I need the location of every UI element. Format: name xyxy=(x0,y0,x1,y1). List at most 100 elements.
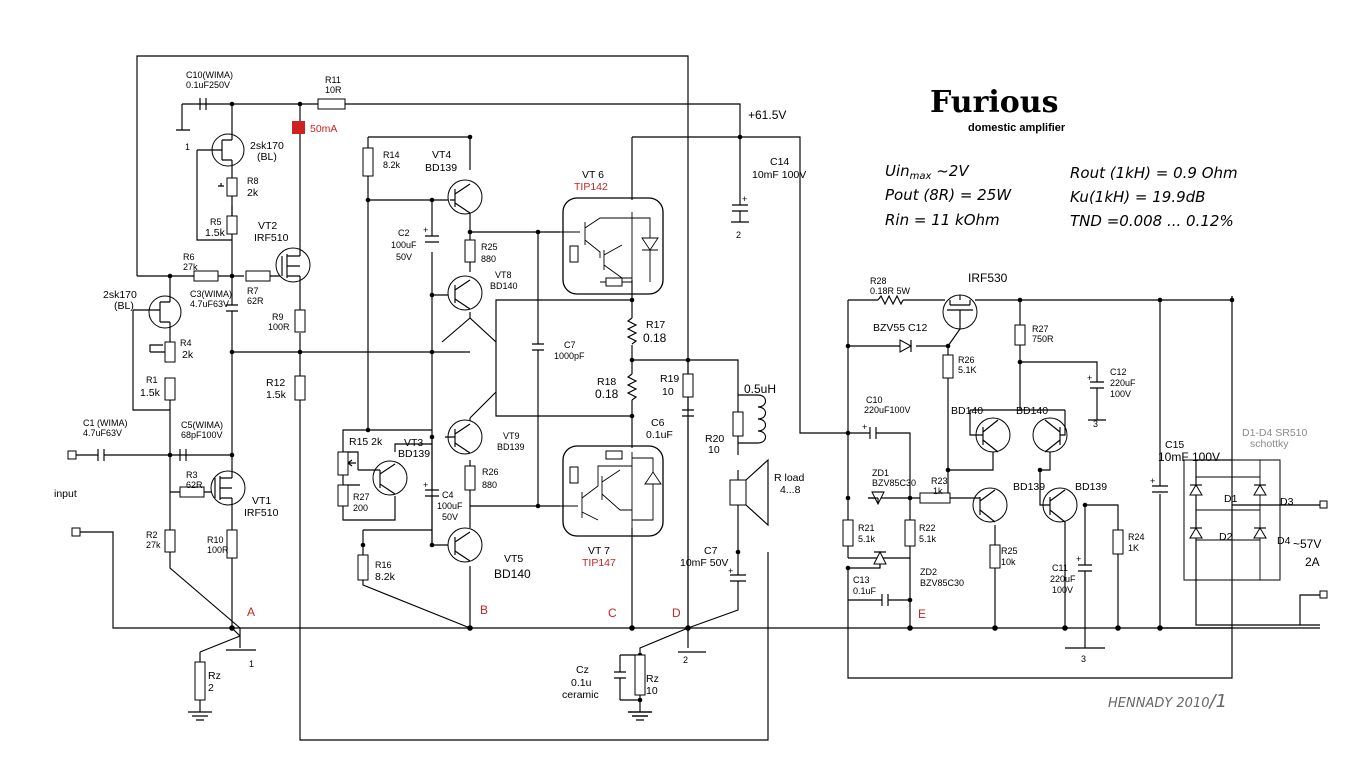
darlington-vt6 xyxy=(560,197,664,300)
svg-text:BD140: BD140 xyxy=(1016,405,1048,417)
svg-text:R5: R5 xyxy=(210,217,222,227)
resistor-r7 xyxy=(245,270,271,282)
svg-text:VT3: VT3 xyxy=(404,437,423,449)
svg-text:880: 880 xyxy=(481,254,496,264)
svg-text:BZV85C30: BZV85C30 xyxy=(920,578,964,588)
bjt-vt5 xyxy=(447,527,483,563)
svg-text:68pF100V: 68pF100V xyxy=(181,430,223,440)
svg-text:100uF: 100uF xyxy=(391,240,417,250)
svg-text:C15: C15 xyxy=(1165,439,1184,451)
svg-text:R21: R21 xyxy=(858,523,875,533)
mains-current: 2A xyxy=(1305,555,1320,569)
svg-text:R15 2k: R15 2k xyxy=(349,436,383,448)
spec-pout: Pout (8R) = 25W xyxy=(885,186,1012,204)
diodes xyxy=(868,339,913,568)
svg-text:TIP147: TIP147 xyxy=(582,557,616,569)
resistor-r28 xyxy=(877,294,904,306)
svg-text:D1: D1 xyxy=(1224,493,1238,505)
svg-text:VT8: VT8 xyxy=(495,270,512,280)
svg-text:5.1K: 5.1K xyxy=(958,365,977,375)
svg-text:BD139: BD139 xyxy=(398,448,430,460)
resistor-r8 xyxy=(226,177,238,197)
svg-text:5.1k: 5.1k xyxy=(919,534,937,544)
svg-text:VT2: VT2 xyxy=(258,220,277,232)
svg-text:BD139: BD139 xyxy=(497,442,525,452)
svg-text:100R: 100R xyxy=(268,322,290,332)
svg-text:ZD1: ZD1 xyxy=(872,468,889,478)
ground-label-1b: 1 xyxy=(249,659,254,669)
svg-text:2sk170: 2sk170 xyxy=(250,140,284,152)
svg-text:R12: R12 xyxy=(266,377,285,389)
svg-text:5.1k: 5.1k xyxy=(858,534,876,544)
svg-text:BD140: BD140 xyxy=(490,281,518,291)
svg-text:880: 880 xyxy=(482,480,497,490)
svg-text:C14: C14 xyxy=(770,156,789,168)
svg-text:62R: 62R xyxy=(186,480,203,490)
mosfet-irf530 xyxy=(942,294,978,347)
svg-text:R22: R22 xyxy=(919,523,936,533)
svg-text:R17: R17 xyxy=(646,319,665,331)
svg-text:R27: R27 xyxy=(353,492,370,502)
resistor-r23 xyxy=(919,492,951,504)
bjt-vt9 xyxy=(445,419,483,455)
resistor-r16 xyxy=(357,554,369,581)
resistor-rz2 xyxy=(634,654,646,696)
resistor-r5 xyxy=(226,215,238,235)
svg-text:0.18R 5W: 0.18R 5W xyxy=(870,286,911,296)
svg-text:50V: 50V xyxy=(442,512,458,522)
svg-text:100V: 100V xyxy=(1052,585,1073,595)
svg-text:TIP142: TIP142 xyxy=(574,181,608,193)
loudspeaker-icon xyxy=(729,458,769,527)
svg-text:+: + xyxy=(1076,554,1081,564)
svg-text:R10: R10 xyxy=(207,535,224,545)
svg-text:R6: R6 xyxy=(183,252,195,262)
svg-text:VT 7: VT 7 xyxy=(588,545,610,557)
resistors xyxy=(164,98,1124,701)
svg-text:10: 10 xyxy=(708,444,720,456)
node-e: E xyxy=(918,607,926,621)
svg-text:10mF 50V: 10mF 50V xyxy=(680,557,728,569)
svg-text:D4: D4 xyxy=(1277,535,1291,547)
svg-text:C3(WIMA): C3(WIMA) xyxy=(190,289,232,299)
svg-text:0.1uF: 0.1uF xyxy=(853,586,877,596)
svg-text:VT 6: VT 6 xyxy=(582,169,604,181)
bjt-bd139-left xyxy=(970,487,1008,523)
svg-text:0.18: 0.18 xyxy=(643,331,667,345)
bjt-bd140-right xyxy=(1032,410,1068,453)
bjt-bd140-left xyxy=(969,410,1011,453)
mosfet-vt1 xyxy=(210,470,246,508)
svg-text:VT5: VT5 xyxy=(504,553,523,565)
capacitors: + + + + + + + + xyxy=(97,98,1168,717)
input-label: input xyxy=(54,488,77,500)
svg-text:10: 10 xyxy=(662,386,674,398)
svg-text:R8: R8 xyxy=(247,176,259,186)
svg-text:R14: R14 xyxy=(383,150,400,160)
svg-text:R7: R7 xyxy=(247,286,259,296)
bridge-rectifier xyxy=(1183,459,1281,581)
svg-text:Cz: Cz xyxy=(576,664,589,676)
svg-text:0.5uH: 0.5uH xyxy=(744,382,776,396)
svg-text:2: 2 xyxy=(208,682,214,694)
svg-text:8.2k: 8.2k xyxy=(375,571,396,583)
svg-text:R28: R28 xyxy=(870,276,887,286)
svg-text:50V: 50V xyxy=(396,252,412,262)
resistor-r2 xyxy=(164,529,176,553)
ground-label-1: 1 xyxy=(185,142,190,152)
svg-text:R20: R20 xyxy=(705,433,724,445)
node-a: A xyxy=(247,605,255,619)
spec-ku: Ku(1kH) = 19.9dB xyxy=(1070,188,1205,206)
svg-text:R27: R27 xyxy=(1032,324,1049,334)
svg-text:R25: R25 xyxy=(481,242,498,252)
svg-text:BD139: BD139 xyxy=(1013,481,1045,493)
svg-text:+: + xyxy=(423,225,428,235)
bjt-vt4 xyxy=(447,179,483,215)
svg-text:C1 (WIMA): C1 (WIMA) xyxy=(83,418,128,428)
resistor-r14 xyxy=(362,147,374,177)
resistor-r10 xyxy=(226,529,238,559)
svg-text:C6: C6 xyxy=(651,417,665,429)
svg-text:IRF530: IRF530 xyxy=(968,271,1008,285)
svg-text:VT4: VT4 xyxy=(432,149,451,161)
wiring xyxy=(76,55,1320,741)
svg-text:D3: D3 xyxy=(1280,496,1294,508)
resistor-r12 xyxy=(294,375,306,401)
